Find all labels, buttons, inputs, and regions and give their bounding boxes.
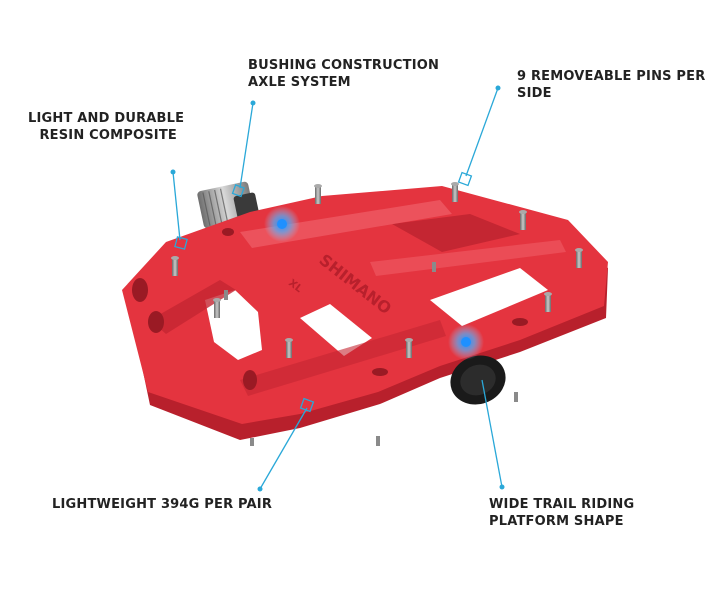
callout-platform-shape: WIDE TRAIL RIDING PLATFORM SHAPE [489, 496, 634, 530]
callout-lines [172, 87, 503, 490]
pins [171, 182, 583, 446]
callout-lightweight: LIGHTWEIGHT 394G PER PAIR [52, 496, 272, 513]
callout-bushing-line2: AXLE SYSTEM [248, 75, 351, 90]
callout-removeable-pins: 9 REMOVEABLE PINS PER SIDE [517, 68, 705, 102]
callout-platform-line1: WIDE TRAIL RIDING [489, 497, 635, 512]
callout-pins-line1: 9 REMOVEABLE PINS PER [517, 69, 706, 84]
callout-bushing-line1: BUSHING CONSTRUCTION [248, 58, 440, 73]
callout-pins-line2: SIDE [517, 86, 552, 101]
pedal-window-right [430, 268, 548, 326]
pedal-window-back [392, 214, 520, 252]
callout-resin-line2: RESIN COMPOSITE [39, 128, 177, 143]
callout-platform-line2: PLATFORM SHAPE [489, 514, 624, 529]
callout-resin-line1: LIGHT AND DURABLE [28, 111, 185, 126]
callout-resin-composite: LIGHT AND DURABLE RESIN COMPOSITE [28, 110, 185, 144]
pedal-body [122, 186, 608, 424]
callout-bushing-axle: BUSHING CONSTRUCTION AXLE SYSTEM [248, 57, 439, 91]
callout-weight-line1: LIGHTWEIGHT 394G PER PAIR [52, 497, 273, 512]
end-cap [450, 355, 506, 405]
pedal-window-center [300, 304, 372, 356]
